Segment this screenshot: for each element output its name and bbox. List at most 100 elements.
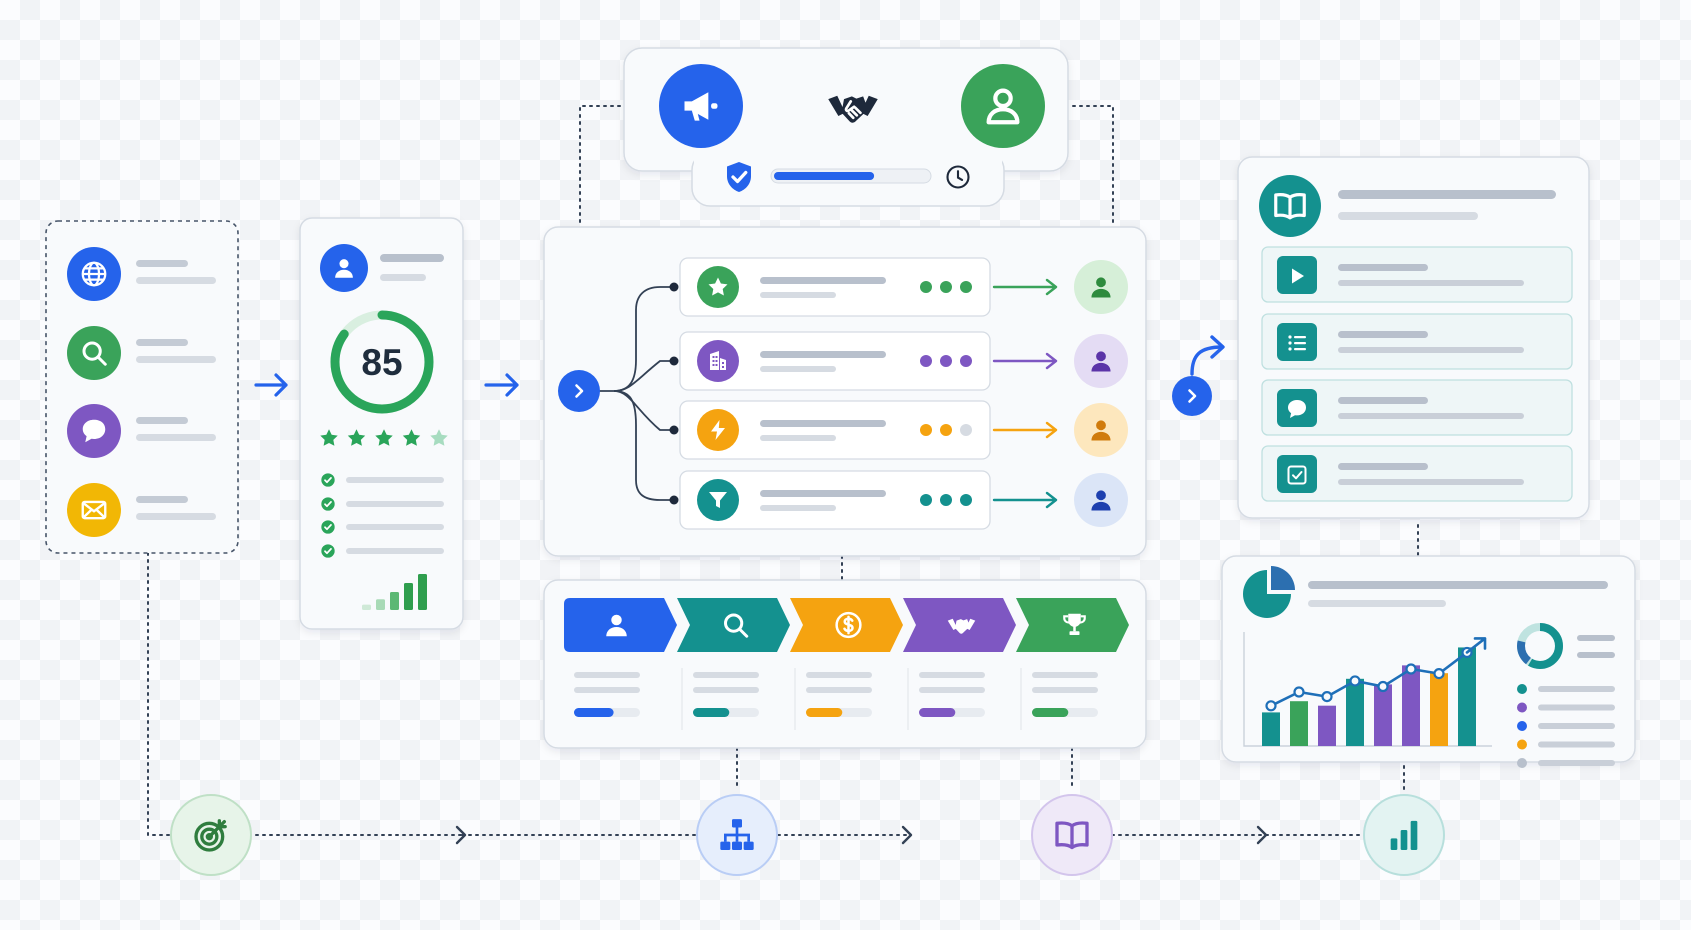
routing-row-card [679, 331, 991, 391]
progress-dot [960, 281, 972, 293]
checklist-item [320, 472, 444, 488]
legend-item [1517, 702, 1615, 713]
lead-sources-card [45, 220, 239, 554]
analytics-bars [1262, 647, 1476, 746]
content-title-line [1338, 190, 1556, 199]
legend-line [1538, 686, 1615, 692]
pipeline-stage-line-1 [1032, 672, 1098, 678]
checklist-item [320, 519, 444, 535]
pipeline-stage-line-2 [574, 687, 640, 693]
handoff-card-joint [694, 150, 1002, 170]
pipeline-panel [543, 579, 1147, 749]
content-item[interactable] [1261, 313, 1573, 370]
content-item[interactable] [1261, 246, 1573, 303]
pipeline-stage-line-1 [574, 672, 640, 678]
routing-row-title-line [760, 490, 886, 497]
pipeline-stage-chevron [564, 598, 677, 652]
routing-dot-2 [669, 356, 679, 366]
source-list [67, 247, 216, 537]
flow-step[interactable] [170, 794, 252, 876]
check-circle-icon [320, 519, 336, 535]
engagement-bar [390, 592, 399, 610]
assign-arrow [992, 278, 1058, 296]
connector-handoff-right [1067, 105, 1114, 223]
pie-slice-small [1271, 566, 1295, 590]
routing-row-title-line [760, 351, 886, 358]
check-circle-icon [320, 543, 336, 559]
flow-step[interactable] [696, 794, 778, 876]
pipeline-stage[interactable] [564, 598, 677, 717]
donut-chart [1517, 623, 1563, 669]
content-panel [1172, 156, 1590, 519]
legend-dot [1517, 702, 1527, 713]
legend-dot [1517, 684, 1527, 694]
routing-row-subtitle-line [760, 505, 836, 511]
content-item-subtitle-line [1338, 347, 1524, 353]
progress-dot [940, 424, 952, 436]
analytics-title-line [1308, 581, 1608, 589]
panel-arrows [254, 373, 519, 397]
routing-row[interactable] [679, 257, 1128, 317]
content-item-icon-tile [1277, 455, 1317, 493]
checklist-line [346, 548, 444, 554]
content-next-circle[interactable] [1172, 376, 1212, 416]
content-item[interactable] [1261, 445, 1573, 502]
content-item-card [1261, 379, 1573, 436]
pipeline-stage-chevron [677, 598, 790, 652]
progress-dot [920, 424, 932, 436]
pie-chart-icon [1243, 566, 1295, 618]
routing-row[interactable] [679, 400, 1128, 460]
assign-arrow-path [992, 278, 1058, 296]
routing-dot-1 [669, 282, 679, 292]
routing-row-card [679, 470, 991, 530]
source-item[interactable] [67, 247, 216, 301]
routing-branches [598, 286, 674, 501]
pipeline-stage[interactable] [790, 598, 903, 730]
analytics-bar [1290, 701, 1308, 746]
lead-score-value: 85 [361, 342, 402, 383]
analytics-trend-line [1265, 637, 1487, 712]
legend-dot [1517, 739, 1527, 750]
source-item[interactable] [67, 326, 216, 380]
content-item-subtitle-line [1338, 479, 1524, 485]
flow-step[interactable] [1031, 794, 1113, 876]
progress-dot [940, 355, 952, 367]
checklist-item [320, 543, 444, 559]
engagement-bar [376, 599, 385, 610]
source-title-line [136, 417, 188, 424]
source-subtitle-line [136, 356, 216, 363]
routing-row-card [679, 400, 991, 460]
connector-lines [147, 105, 1419, 836]
routing-row[interactable] [679, 470, 1128, 530]
checklist-line [346, 477, 444, 483]
pipeline-stage[interactable] [1016, 598, 1129, 730]
analytics-legend [1517, 684, 1615, 768]
source-item[interactable] [67, 483, 216, 537]
score-ring-progress [330, 310, 434, 414]
donut-label-line-1 [1577, 635, 1615, 641]
flow-step[interactable] [1363, 794, 1445, 876]
progress-dot [920, 355, 932, 367]
arrow-sources-to-score [254, 373, 288, 397]
bottom-flow [170, 794, 1445, 876]
content-item[interactable] [1261, 379, 1573, 436]
legend-line [1538, 760, 1615, 766]
trend-point [1433, 667, 1445, 680]
engagement-bar [418, 574, 427, 610]
pie-slice-main [1243, 570, 1291, 618]
pipeline-stage[interactable] [903, 598, 1016, 730]
pipeline-stage-line-2 [693, 687, 759, 693]
checklist-line [346, 524, 444, 530]
assign-arrow [992, 491, 1058, 509]
pipeline-stage-line-1 [919, 672, 985, 678]
legend-line [1538, 723, 1615, 729]
source-item[interactable] [67, 404, 216, 458]
routing-start-circle[interactable] [558, 370, 600, 412]
pipeline-stage[interactable] [677, 598, 790, 730]
routing-row[interactable] [679, 331, 1128, 391]
engagement-bar [362, 604, 371, 610]
content-item-title-line [1338, 463, 1428, 470]
check-circle-icon [320, 496, 336, 512]
flow-arrowhead-2 [901, 825, 913, 845]
